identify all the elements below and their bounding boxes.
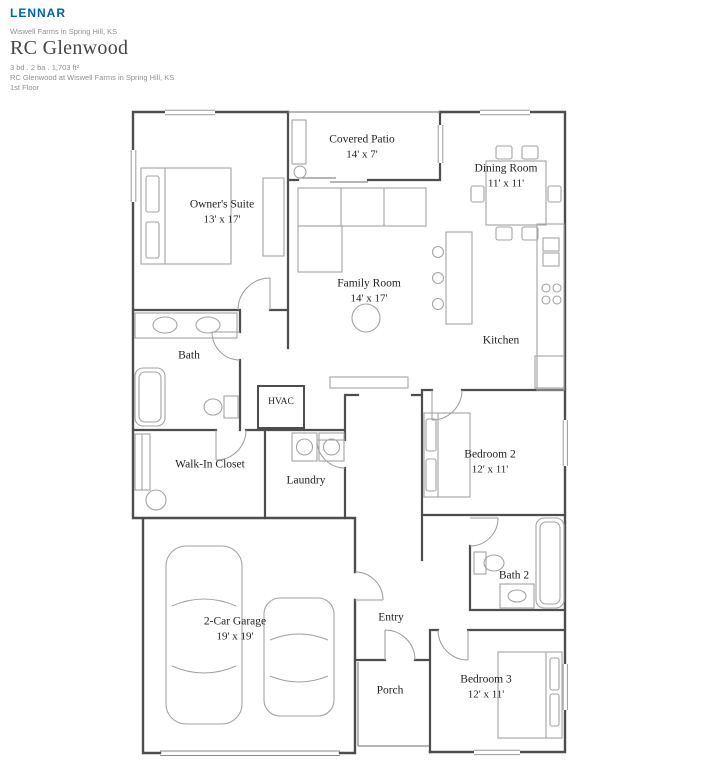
washer <box>291 432 318 462</box>
garage-car-1 <box>165 545 243 725</box>
doors <box>211 277 499 661</box>
owners-suite-bed <box>140 167 232 265</box>
kitchen-stools <box>431 245 445 311</box>
family-room-coffee-table <box>351 303 381 333</box>
garage-car-2 <box>263 597 335 717</box>
family-room-tv-console <box>329 376 409 389</box>
furniture <box>134 119 565 739</box>
windows <box>129 108 569 756</box>
plan-title: RC Glenwood <box>10 37 129 59</box>
water-heater <box>145 489 167 511</box>
bath-toilet <box>203 395 239 419</box>
porch-edge <box>357 662 429 747</box>
kitchen-fridge <box>534 355 565 389</box>
bedroom2-bed <box>423 412 471 498</box>
interior-walls <box>131 110 567 754</box>
listing-header: LENNAR Wiswell Farms in Spring Hill, KS … <box>10 6 430 93</box>
owners-suite-dresser <box>262 177 285 257</box>
kitchen-island <box>445 231 473 325</box>
kitchen-cooktop <box>541 283 562 305</box>
bath-vanity <box>134 312 238 339</box>
exterior-walls <box>131 110 567 755</box>
plan-subtitle: RC Glenwood at Wiswell Farms in Spring H… <box>10 73 175 83</box>
bath2-toilet <box>473 551 505 575</box>
kitchen-sink <box>542 237 560 267</box>
bath2-tub <box>535 517 565 609</box>
dining-chairs <box>470 145 562 241</box>
garage-door <box>160 750 340 757</box>
bedroom3-bed <box>497 651 563 739</box>
plan-specs: 3 bd . 2 ba . 1,703 ft² <box>10 63 80 72</box>
family-room-sofa <box>297 187 427 273</box>
dryer <box>318 432 345 462</box>
community-name: Wiswell Farms in Spring Hill, KS <box>10 27 118 36</box>
bath-tub <box>134 367 166 427</box>
hvac-closet <box>257 385 305 429</box>
bath2-vanity <box>499 583 535 609</box>
lennar-logo: LENNAR <box>10 6 66 20</box>
sliding-door <box>298 177 368 183</box>
closet-shelf <box>134 433 151 491</box>
kitchen-counter <box>536 223 565 391</box>
patio-furniture <box>291 119 307 179</box>
floor-label: 1st Floor <box>10 83 40 93</box>
dining-table <box>485 160 547 226</box>
